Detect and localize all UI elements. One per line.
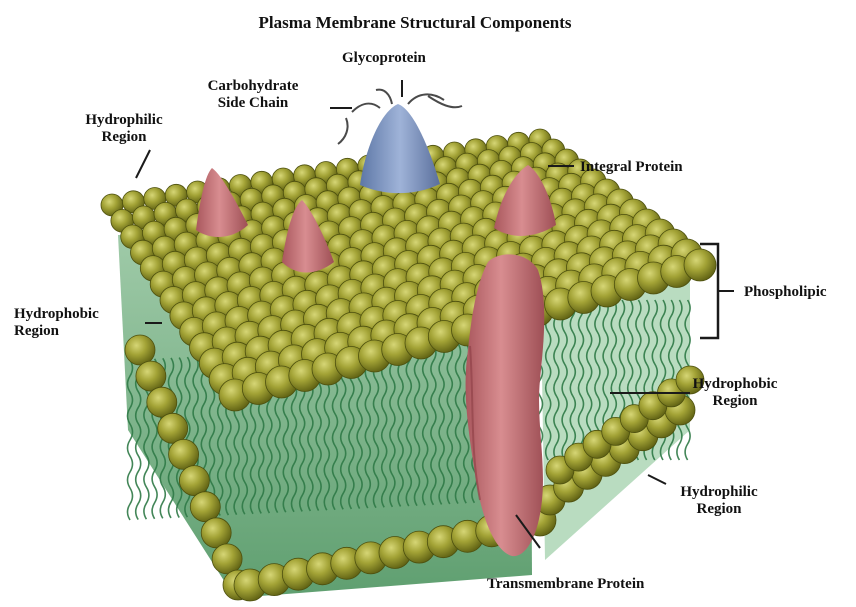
label-hydrophobic-right-line1: Hydrophobic (680, 376, 790, 393)
label-glycoprotein: Glycoprotein (342, 50, 426, 67)
phospholipid-head (179, 466, 209, 496)
label-hydrophilic-region-top: Hydrophilic Region (74, 112, 174, 146)
label-hydrophobic-left-line1: Hydrophobic (14, 306, 99, 323)
phospholipid-head (169, 439, 199, 469)
phospholipid-head (201, 518, 231, 548)
phospholipid-head (212, 544, 242, 574)
label-hydrophobic-left-line2: Region (14, 323, 99, 340)
phospholipid-head (136, 361, 166, 391)
label-hydrophobic-right-line2: Region (680, 393, 790, 410)
phospholipid-head (158, 413, 188, 443)
phospholipid-head (684, 249, 716, 281)
phospholipid-head (125, 335, 155, 365)
label-hydrophilic-top-line2: Region (74, 129, 174, 146)
label-phospholipic: Phospholipic (744, 284, 827, 301)
label-hydrophobic-region-right: Hydrophobic Region (680, 376, 790, 410)
label-hydrophobic-region-left: Hydrophobic Region (14, 306, 99, 340)
label-carbohydrate-line1: Carbohydrate (188, 78, 318, 95)
label-carbohydrate-line2: Side Chain (188, 95, 318, 112)
label-carbohydrate-side-chain: Carbohydrate Side Chain (188, 78, 318, 112)
label-hydrophilic-region-bottom: Hydrophilic Region (664, 484, 774, 518)
label-hydrophilic-bottom-line1: Hydrophilic (664, 484, 774, 501)
label-transmembrane-protein: Transmembrane Protein (487, 576, 644, 593)
label-hydrophilic-bottom-line2: Region (664, 501, 774, 518)
label-integral-protein: Integral Protein (580, 159, 683, 176)
phospholipid-head (190, 492, 220, 522)
label-hydrophilic-top-line1: Hydrophilic (74, 112, 174, 129)
diagram-title: Plasma Membrane Structural Components (205, 14, 625, 31)
phospholipid-head (147, 387, 177, 417)
